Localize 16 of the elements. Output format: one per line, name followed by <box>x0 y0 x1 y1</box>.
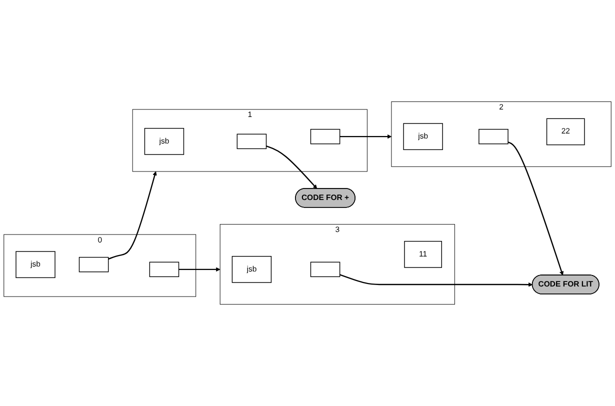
node-box <box>310 128 340 144</box>
node-box <box>478 128 508 144</box>
arrow <box>178 267 220 272</box>
cluster <box>220 224 455 305</box>
node-box <box>310 262 340 278</box>
node-box <box>236 134 267 150</box>
arrow <box>508 142 564 276</box>
cluster <box>4 234 196 297</box>
node-box <box>149 262 180 278</box>
node-box <box>78 256 109 272</box>
arrow <box>108 171 157 260</box>
cluster <box>391 101 612 167</box>
arrow <box>266 146 318 189</box>
arrow <box>340 134 392 139</box>
cluster <box>132 109 368 172</box>
arrow <box>340 274 533 287</box>
